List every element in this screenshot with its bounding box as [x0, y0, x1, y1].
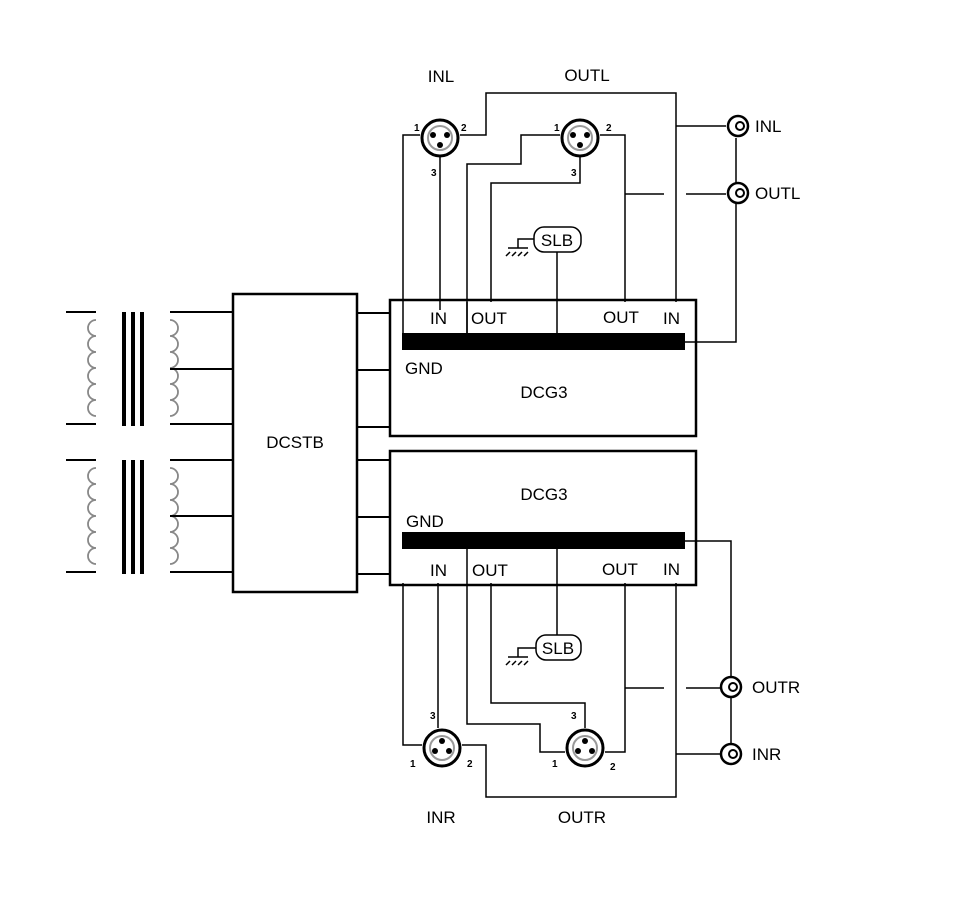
top-wiring [402, 92, 737, 343]
xlr-outr-pin2: 2 [610, 762, 616, 773]
dcstb-box [231, 292, 359, 594]
xlr-outl-pin2: 2 [606, 123, 612, 134]
transformer-bottom [66, 459, 232, 574]
rca-inl-jack-icon [726, 114, 750, 138]
rca-outl-jack-icon [726, 181, 750, 205]
top-in2-label: IN [663, 309, 680, 328]
rca-outl-label: OUTL [755, 184, 800, 203]
top-out1-label: OUT [471, 309, 507, 328]
bottom-in1-label: IN [430, 561, 447, 580]
xlr-inl-pin1: 1 [414, 123, 420, 134]
xlr-inl-connector-icon [420, 118, 460, 158]
xlr-outl-connector-icon [560, 118, 600, 158]
xlr-inr-connector-icon [422, 728, 462, 768]
xlr-inr-label: INR [426, 808, 455, 827]
bottom-dcg3-label: DCG3 [520, 485, 567, 504]
rca-inr-label: INR [752, 745, 781, 764]
top-in1-label: IN [430, 309, 447, 328]
xlr-outl-pin1: 1 [554, 123, 560, 134]
bottom-gnd-label: GND [406, 512, 444, 531]
slb-bottom-box [535, 634, 582, 661]
rca-outr-jack-icon [719, 675, 743, 699]
bottom-out1-label: OUT [472, 561, 508, 580]
xlr-outl-label: OUTL [564, 66, 609, 85]
rca-inr-jack-icon [719, 742, 743, 766]
rca-outr-label: OUTR [752, 678, 800, 697]
slb-bottom-label: SLB [542, 639, 574, 658]
bottom-wiring [402, 540, 732, 798]
top-gnd-label: GND [405, 359, 443, 378]
xlr-outr-label: OUTR [558, 808, 606, 827]
transformer-top [66, 311, 232, 426]
xlr-outr-pin3: 3 [571, 711, 577, 722]
rca-inl-label: INL [755, 117, 781, 136]
slb-top-box [533, 226, 582, 253]
top-out2-label: OUT [603, 308, 639, 327]
xlr-inl-pin2: 2 [461, 123, 467, 134]
dcg3-module-top: IN OUT OUT IN GND DCG3 [388, 298, 698, 438]
xlr-inr-pin3: 3 [430, 711, 436, 722]
xlr-outl-pin3: 3 [571, 168, 577, 179]
top-dcg3-label: DCG3 [520, 383, 567, 402]
xlr-inr-pin2: 2 [467, 759, 473, 770]
supply-wires [358, 312, 390, 575]
slb-top-label: SLB [541, 231, 573, 250]
xlr-inl-pin3: 3 [431, 168, 437, 179]
xlr-outr-connector-icon [565, 728, 605, 768]
dcg3-module-bottom: DCG3 GND IN OUT OUT IN [388, 449, 698, 587]
dcstb-label: DCSTB [266, 433, 324, 452]
bottom-in2-label: IN [663, 560, 680, 579]
bottom-out2-label: OUT [602, 560, 638, 579]
xlr-inl-label: INL [428, 67, 454, 86]
xlr-inr-pin1: 1 [410, 759, 416, 770]
xlr-outr-pin1: 1 [552, 759, 558, 770]
